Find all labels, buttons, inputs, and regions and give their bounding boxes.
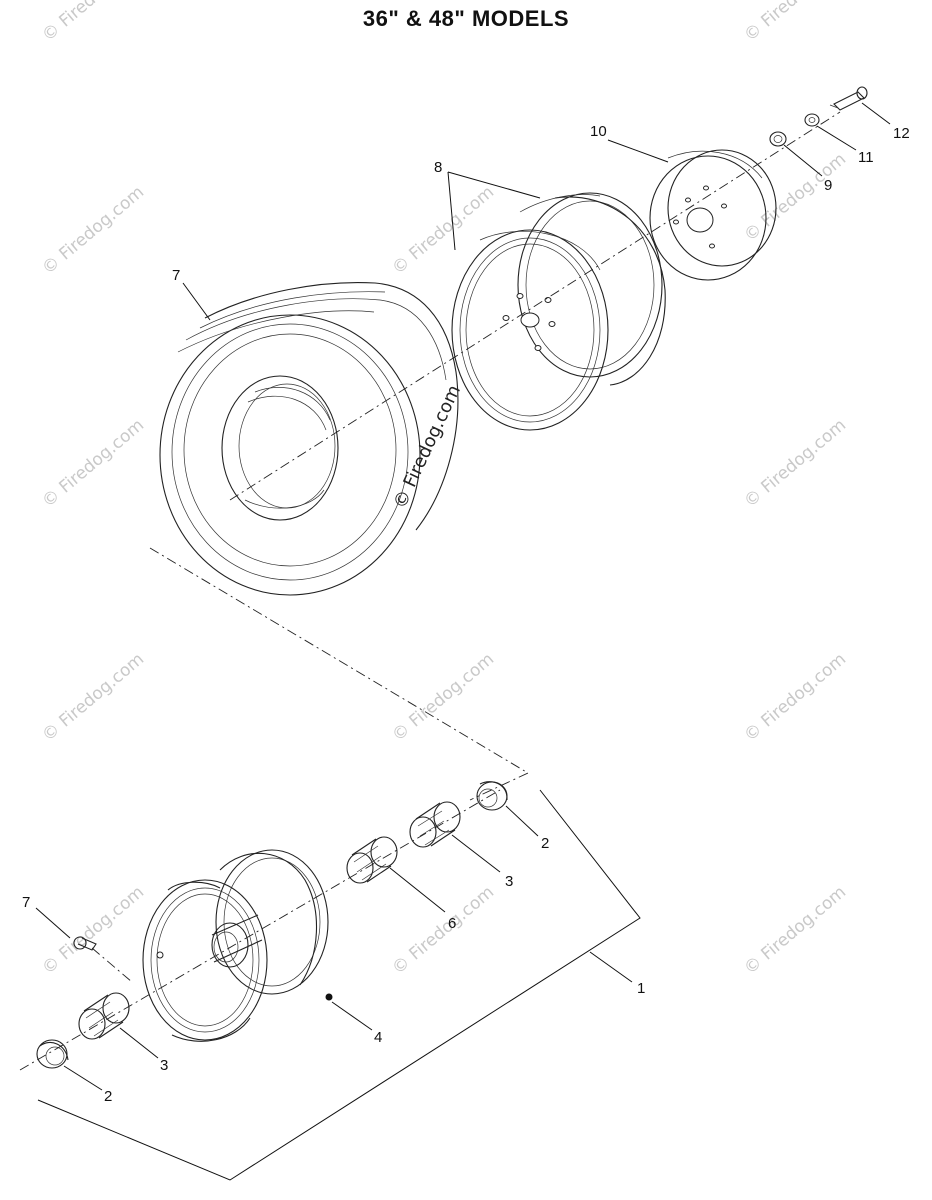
callout-12-bolt: 12 <box>893 125 910 142</box>
callouts: 7 8 10 9 11 12 2 3 6 1 7 4 3 2 <box>22 123 910 1105</box>
hardware-nut <box>769 131 787 147</box>
watermark: © Firedog.com <box>740 649 850 746</box>
watermark: © Firedog.com <box>38 649 148 746</box>
callout-6-spacer: 6 <box>448 915 456 932</box>
bushing-bottom <box>36 1039 69 1069</box>
watermark: © Firedog.com <box>38 0 148 46</box>
page-title: 36" & 48" MODELS <box>362 6 570 31</box>
wheel-assembly <box>142 849 329 1042</box>
callout-8-rim: 8 <box>434 159 442 176</box>
callout-4-grease-fitting: 4 <box>374 1029 382 1046</box>
callout-2-bushing-lower: 2 <box>104 1088 112 1105</box>
connector-line <box>149 547 529 801</box>
watermark: © Firedog.com <box>740 415 850 512</box>
hub-drum <box>649 149 777 281</box>
spacer-tube <box>346 836 398 884</box>
callout-2-bushing: 2 <box>541 835 549 852</box>
watermark: © Firedog.com <box>388 182 498 279</box>
callout-7-tire: 7 <box>172 267 180 284</box>
rim-halves <box>451 192 666 431</box>
axis-line-valve <box>91 947 133 983</box>
watermark: © Firedog.com <box>38 415 148 512</box>
leader-lines <box>35 102 891 1091</box>
bushing-top <box>476 781 508 811</box>
watermark: © Firedog.com <box>38 882 148 979</box>
valve-stem <box>73 936 97 951</box>
callout-3-bearing: 3 <box>505 873 513 890</box>
callout-3-bearing-lower: 3 <box>160 1057 168 1074</box>
watermark: © Firedog.com <box>388 882 498 979</box>
assembly-bracket <box>37 789 641 1181</box>
watermark: © Firedog.com <box>388 649 498 746</box>
grease-fitting <box>325 993 333 1001</box>
callout-9-nut: 9 <box>824 177 832 194</box>
axis-line-bottom <box>19 789 501 1071</box>
callout-10-hub: 10 <box>590 123 607 140</box>
hardware-bolt <box>829 86 868 111</box>
hardware-washer <box>804 113 820 127</box>
callout-1-assembly: 1 <box>637 980 645 997</box>
callout-11-washer: 11 <box>858 149 874 166</box>
watermark: © Firedog.com <box>740 0 850 46</box>
watermark: © Firedog.com <box>38 182 148 279</box>
roller-bearing-bottom <box>78 992 130 1040</box>
callout-7-valve-stem: 7 <box>22 894 30 911</box>
axis-line-top <box>229 111 841 501</box>
watermark-dark: © Firedog.com <box>389 382 465 512</box>
roller-bearing-top <box>409 801 461 848</box>
tire <box>159 282 459 596</box>
watermark: © Firedog.com <box>740 882 850 979</box>
